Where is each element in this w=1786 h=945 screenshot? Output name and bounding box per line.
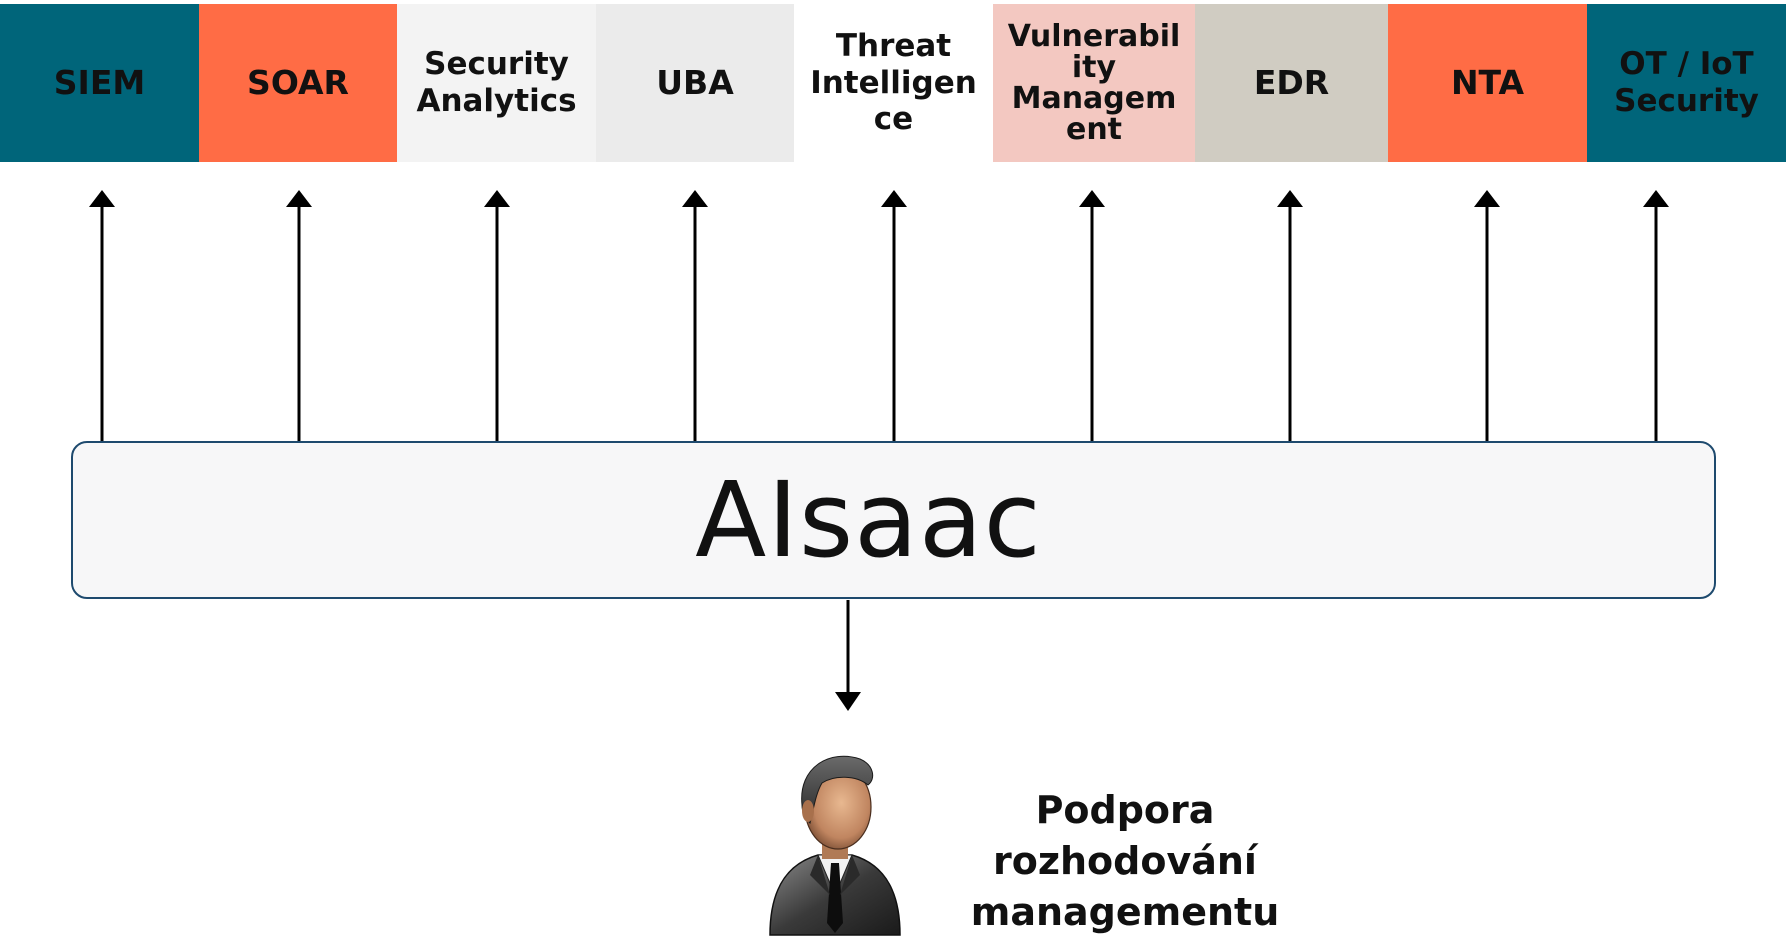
component-label-line: Intelligen <box>810 64 977 101</box>
aisaac-platform-box: AIsaac <box>71 441 1716 599</box>
arrow-up-4 <box>682 190 708 441</box>
component-label-line: SIEM <box>53 63 146 103</box>
component-label-line: ent <box>1065 112 1123 148</box>
component-box-nta: NTA <box>1388 4 1587 162</box>
component-box-edr: EDR <box>1195 4 1388 162</box>
component-label-line: NTA <box>1450 63 1525 103</box>
arrow-up-9 <box>1643 190 1669 441</box>
arrow-up-5 <box>881 190 907 441</box>
component-box-siem: SIEM <box>0 4 199 162</box>
component-box-soar: SOAR <box>199 4 397 162</box>
component-box-uba: UBA <box>596 4 794 162</box>
components-row: SIEM SOAR Security Analytics UBA Threat … <box>0 4 1786 162</box>
aisaac-label: AIsaac <box>695 459 1042 581</box>
arrow-up-7 <box>1277 190 1303 441</box>
caption-line: rozhodování <box>993 839 1257 883</box>
component-label-line: SOAR <box>247 63 349 103</box>
component-label-line: Threat <box>835 28 952 65</box>
businessman-icon <box>769 755 901 936</box>
component-box-vulnerability-management: Vulnerabil ity Managem ent <box>993 4 1195 162</box>
component-label-line: Vulnerabil <box>1007 18 1181 54</box>
component-label-line: Analytics <box>416 83 577 119</box>
arrow-down-to-manager <box>835 600 861 711</box>
arrow-up-2 <box>286 190 312 441</box>
component-label-line: UBA <box>656 63 734 103</box>
caption-line: Podpora <box>1035 788 1215 832</box>
arrow-up-3 <box>484 190 510 441</box>
arrow-up-1 <box>89 190 115 441</box>
component-box-security-analytics: Security Analytics <box>397 4 596 162</box>
arrow-up-6 <box>1079 190 1105 441</box>
component-label-line: ity <box>1071 49 1117 85</box>
decision-support-caption: Podpora rozhodování managementu <box>940 785 1310 938</box>
component-label-line: Managem <box>1011 81 1177 116</box>
component-label-line: Security <box>424 46 569 83</box>
component-box-threat-intelligence: Threat Intelligen ce <box>794 4 993 162</box>
arrow-up-8 <box>1474 190 1500 441</box>
component-label-line: Security <box>1614 83 1759 119</box>
component-label-line: OT / IoT <box>1619 46 1754 83</box>
caption-line: managementu <box>970 890 1280 934</box>
component-box-ot-iot-security: OT / IoT Security <box>1587 4 1786 162</box>
component-label-line: ce <box>873 101 914 138</box>
component-label-line: EDR <box>1253 63 1330 103</box>
